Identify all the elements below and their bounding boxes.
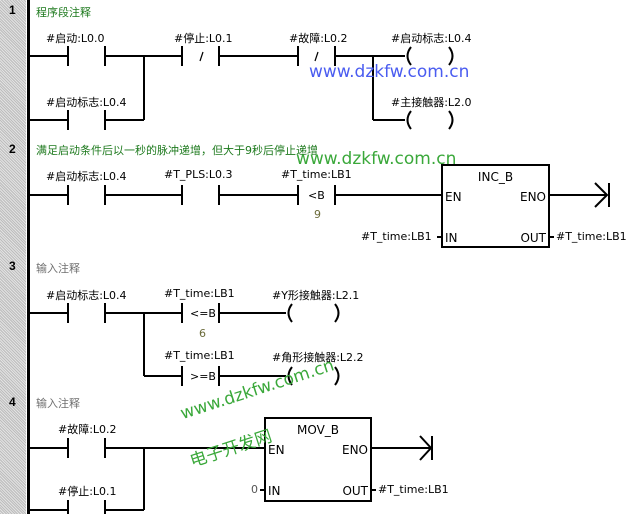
network-comment-2[interactable]: 满足启动条件后以一秒的脉冲递增，但大于9秒后停止递增: [36, 144, 318, 157]
network-number-2: 2: [9, 142, 16, 156]
coil-start-flag-label[interactable]: #启动标志:L0.4: [391, 32, 472, 45]
network-number-3: 3: [9, 259, 16, 273]
network-gutter: [0, 0, 26, 514]
network-comment-4[interactable]: 输入注释: [36, 397, 80, 410]
mov-in-operand[interactable]: 0: [251, 483, 258, 496]
pin-out: OUT: [342, 484, 368, 498]
contact-stop-label[interactable]: #停止:L0.1: [174, 32, 233, 45]
pin-out: OUT: [520, 231, 546, 245]
pin-in: IN: [445, 231, 458, 245]
watermark-url-blue: www.dzkfw.com.cn: [309, 62, 470, 82]
compare-operator: <B: [308, 189, 325, 202]
inc-in-operand[interactable]: #T_time:LB1: [361, 230, 432, 243]
pin-eno: ENO: [519, 190, 546, 204]
block-title: INC_B: [477, 170, 514, 184]
contact-start-flag-label[interactable]: #启动标志:L0.4: [46, 170, 127, 183]
contact-fault-label[interactable]: #故障:L0.2: [289, 32, 348, 45]
network-comment-1[interactable]: 程序段注释: [36, 6, 91, 19]
watermark-url-green: www.dzkfw.com.cn: [296, 149, 457, 169]
pin-en: EN: [445, 190, 462, 204]
compare-constant: 9: [314, 208, 321, 221]
contact-start-flag-label[interactable]: #启动标志:L0.4: [46, 96, 127, 109]
pin-eno: ENO: [341, 443, 368, 457]
compare-ge-operator: >=B: [190, 370, 216, 383]
compare-contact-label[interactable]: #T_time:LB1: [281, 168, 352, 181]
contact-start-flag-label[interactable]: #启动标志:L0.4: [46, 289, 127, 302]
coil-main-contactor-label[interactable]: #主接触器:L2.0: [391, 96, 472, 109]
contact-start-label[interactable]: #启动:L0.0: [46, 32, 105, 45]
block-title: MOV_B: [296, 423, 340, 437]
inc-b-block[interactable]: INC_B EN ENO IN OUT: [441, 164, 550, 248]
contact-fault-label[interactable]: #故障:L0.2: [58, 423, 117, 436]
contact-pulse-label[interactable]: #T_PLS:L0.3: [164, 168, 233, 181]
mov-out-operand[interactable]: #T_time:LB1: [378, 483, 449, 496]
coil-delta-contactor-label[interactable]: #角形接触器:L2.2: [272, 351, 364, 364]
inc-out-operand[interactable]: #T_time:LB1: [556, 230, 627, 243]
compare-le-operator: <=B: [190, 307, 216, 320]
pin-in: IN: [268, 484, 281, 498]
network-number-1: 1: [9, 3, 16, 17]
compare-le-label[interactable]: #T_time:LB1: [164, 287, 235, 300]
contact-stop-label[interactable]: #停止:L0.1: [58, 485, 117, 498]
pin-en: EN: [268, 443, 285, 457]
power-rail: [27, 0, 30, 514]
coil-y-contactor-label[interactable]: #Y形接触器:L2.1: [272, 289, 360, 302]
compare-ge-label[interactable]: #T_time:LB1: [164, 349, 235, 362]
network-number-4: 4: [9, 395, 16, 409]
mov-b-block[interactable]: MOV_B EN ENO IN OUT: [264, 417, 372, 502]
compare-le-constant: 6: [199, 327, 206, 340]
network-comment-3[interactable]: 输入注释: [36, 262, 80, 275]
